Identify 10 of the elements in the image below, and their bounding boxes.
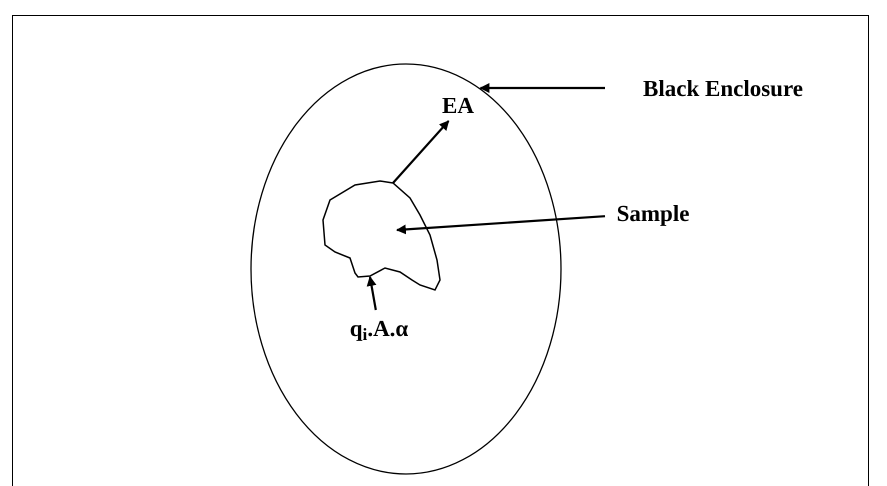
node-label: q$_{i}$.A.α [350, 316, 408, 340]
enclosure-ellipse [250, 63, 562, 475]
arrow [392, 120, 450, 184]
arrow [396, 215, 606, 234]
arrow [480, 83, 605, 93]
node-label: EA [442, 94, 474, 116]
arrow [366, 276, 377, 310]
node-label: Black Enclosure [643, 76, 803, 100]
sample-outline [320, 180, 442, 292]
node-label: Sample [616, 202, 690, 224]
